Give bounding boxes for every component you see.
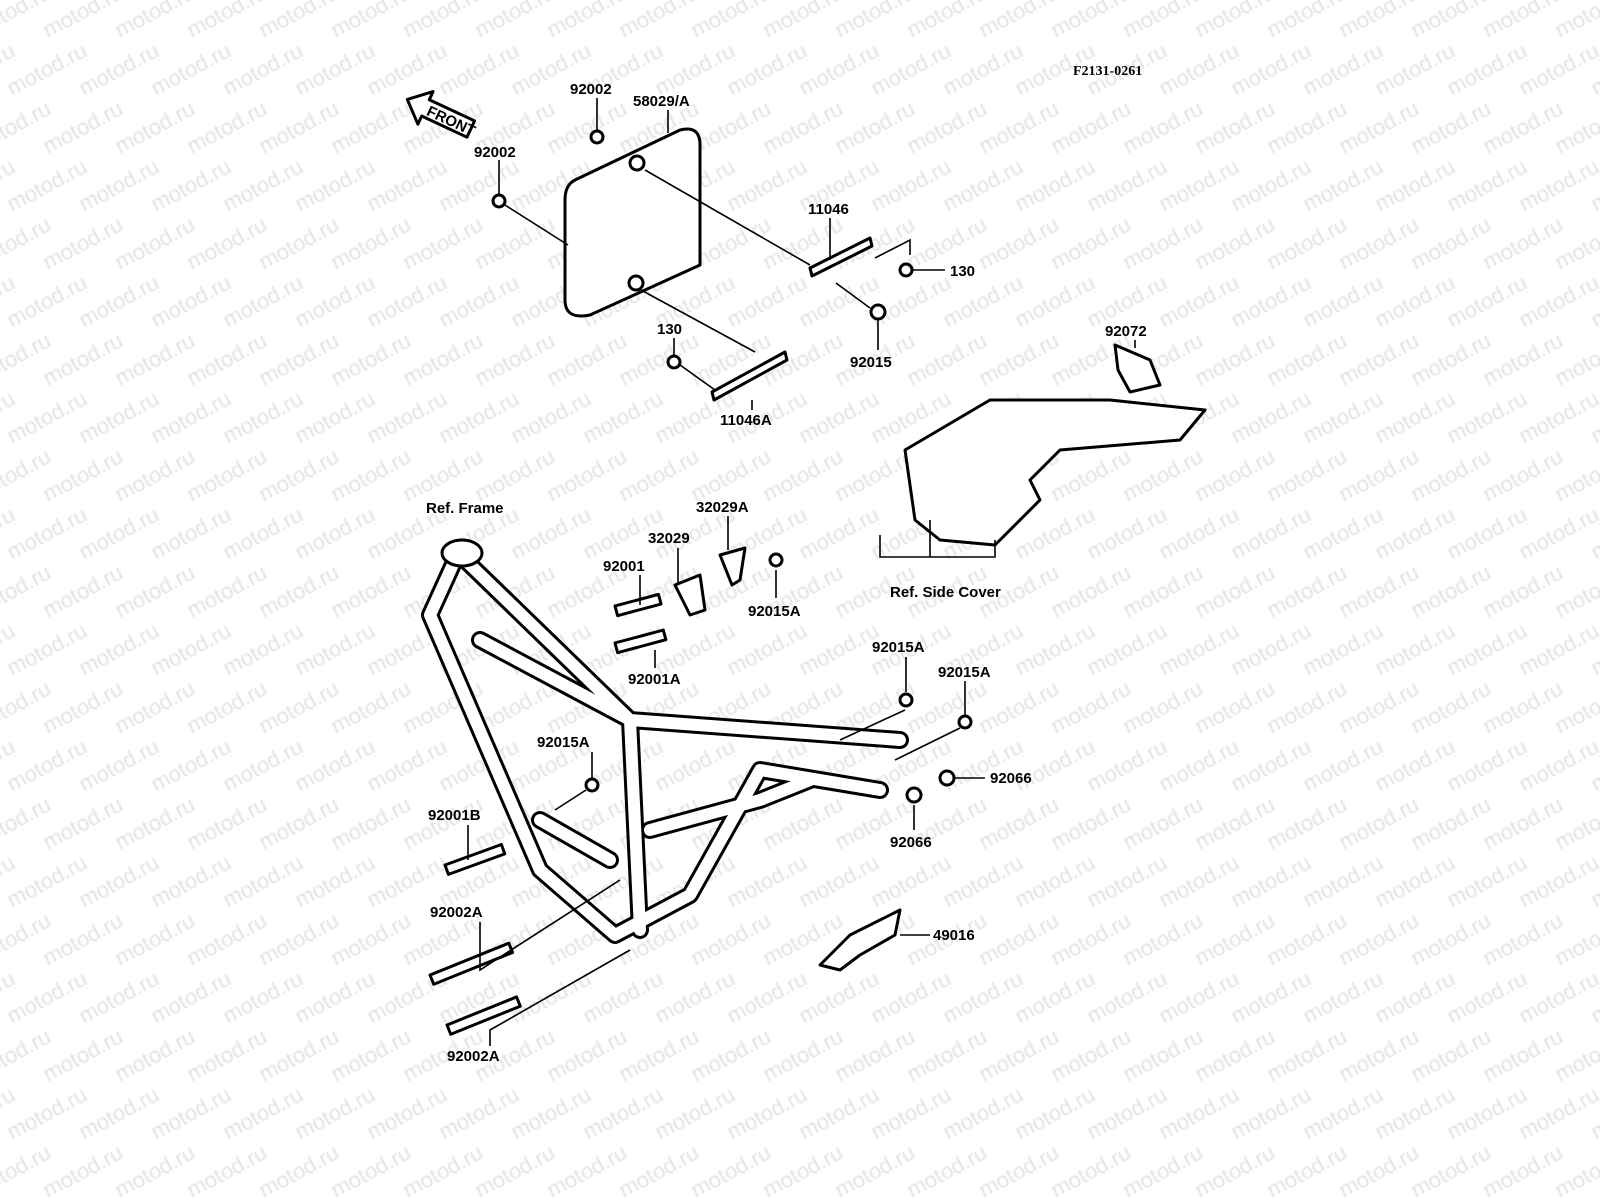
clip-92072 — [1113, 343, 1162, 394]
diagram-code: F2131-0261 — [1073, 64, 1142, 79]
nut-92015a — [898, 692, 914, 708]
nut-92015 — [869, 303, 887, 321]
bolt-92001 — [613, 592, 663, 618]
label-92015a: 92015A — [938, 664, 991, 681]
label-92001: 92001 — [603, 558, 645, 575]
cover-grommet — [627, 274, 645, 292]
nut-92015a — [768, 552, 784, 568]
label-130: 130 — [657, 321, 682, 338]
label-92015a: 92015A — [872, 639, 925, 656]
bolt-92001a — [613, 628, 668, 655]
cap-92066 — [938, 769, 956, 787]
label-49016: 49016 — [933, 927, 975, 944]
label-92002a: 92002A — [447, 1048, 500, 1065]
label-92072: 92072 — [1105, 323, 1147, 340]
bracket-11046a — [710, 350, 789, 402]
bolt-92002 — [589, 129, 605, 145]
bracket-32029 — [673, 573, 707, 617]
label-ref-side-cover: Ref. Side Cover — [890, 584, 1001, 601]
bolt-130 — [666, 354, 682, 370]
label-32029: 32029 — [648, 530, 690, 547]
label-92015: 92015 — [850, 354, 892, 371]
nut-92015a — [957, 714, 973, 730]
bracket-32029a — [718, 546, 747, 587]
cap-92066 — [905, 786, 923, 804]
cover-plate — [563, 127, 702, 318]
bolt-92001b — [443, 842, 507, 876]
nut-92015a — [584, 777, 600, 793]
label-92066: 92066 — [890, 834, 932, 851]
side-cover — [903, 398, 1207, 547]
motorcycle-frame — [421, 538, 909, 944]
label-92002: 92002 — [570, 81, 612, 98]
label-ref-frame: Ref. Frame — [426, 500, 504, 517]
bolt-92002a — [428, 941, 515, 986]
cover-grommet — [628, 154, 646, 172]
label-92002a: 92002A — [430, 904, 483, 921]
label-11046a: 11046A — [720, 412, 772, 429]
label-92015a: 92015A — [748, 603, 801, 620]
label-58029a: 58029/A — [633, 93, 690, 110]
bolt-130 — [898, 262, 914, 278]
label-11046: 11046 — [808, 201, 849, 218]
front-arrow: FRONT — [405, 90, 478, 140]
label-92015a: 92015A — [537, 734, 590, 751]
bolt-92002 — [491, 193, 507, 209]
label-92066: 92066 — [990, 770, 1032, 787]
label-130: 130 — [950, 263, 975, 280]
bolt-92002a — [445, 995, 522, 1036]
bracket-11046 — [808, 236, 874, 278]
label-92002: 92002 — [474, 144, 516, 161]
label-92001b: 92001B — [428, 807, 481, 824]
label-92001a: 92001A — [628, 671, 681, 688]
guard-49016 — [818, 908, 902, 972]
label-32029a: 32029A — [696, 499, 749, 516]
